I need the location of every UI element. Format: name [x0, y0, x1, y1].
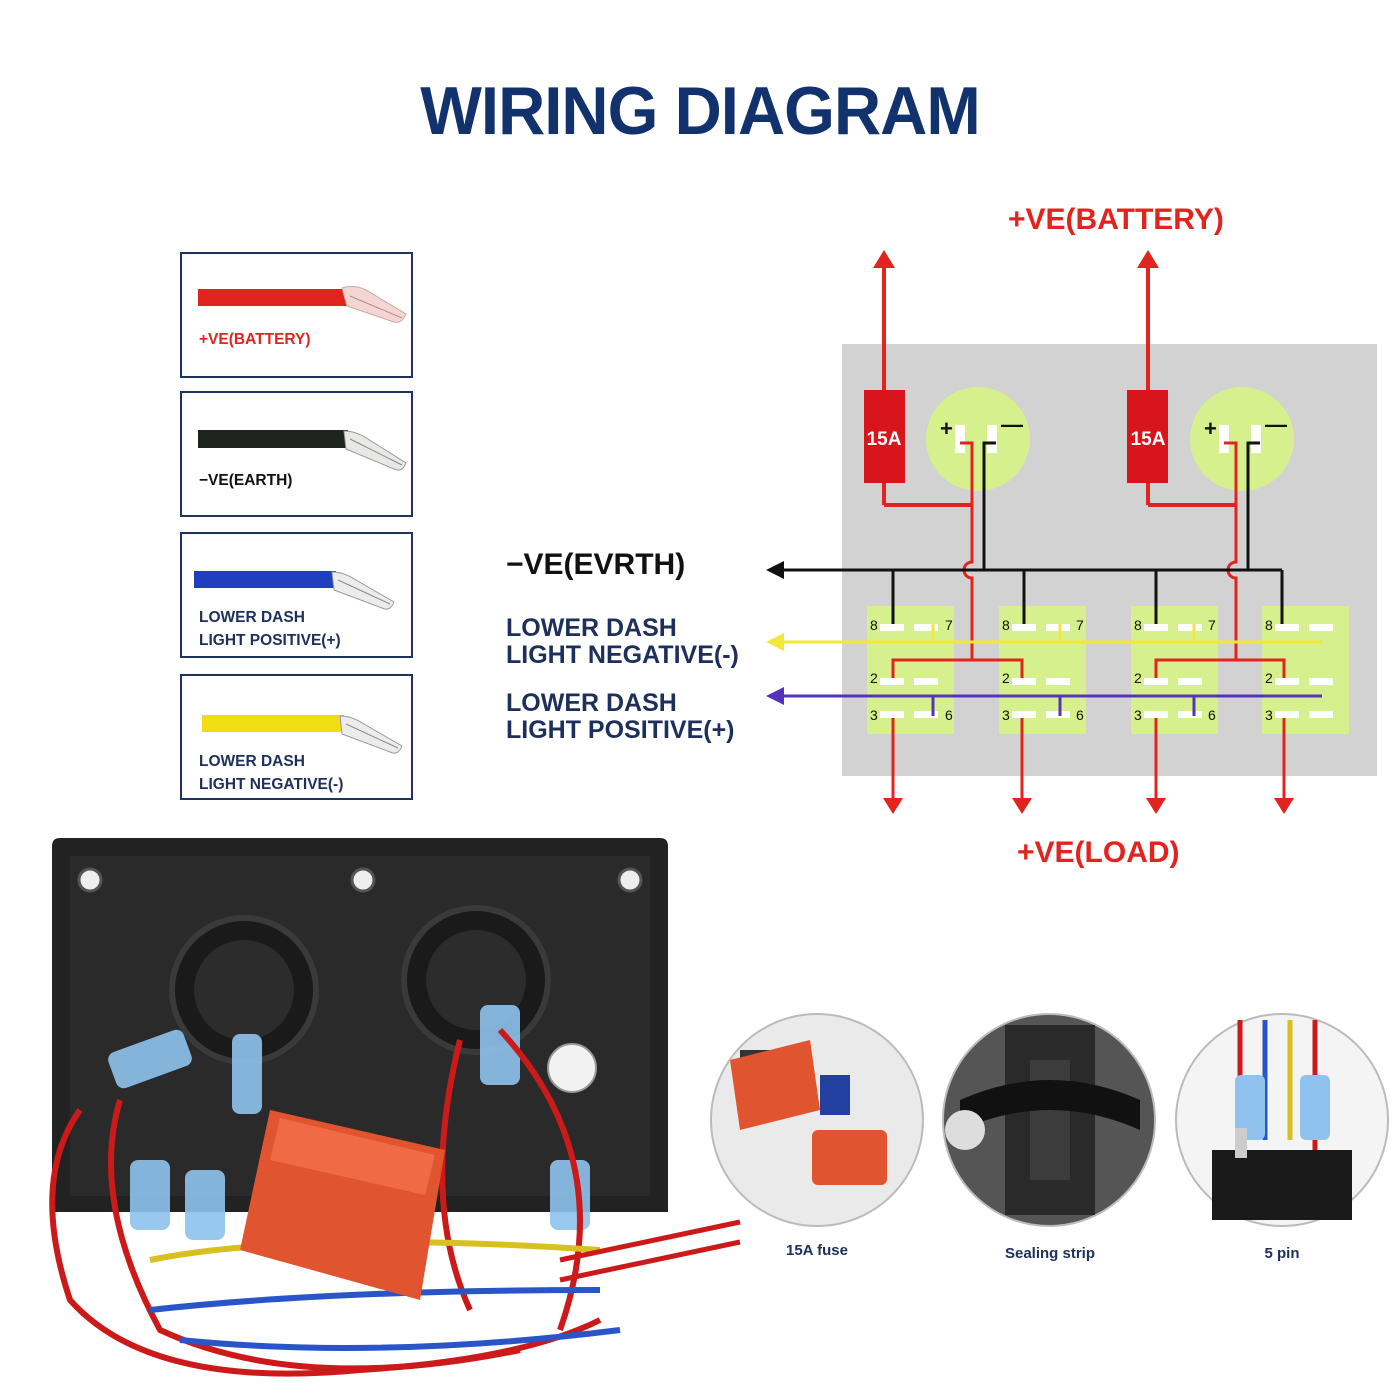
socket-back-right: [401, 905, 551, 1055]
svg-text:2: 2: [870, 670, 878, 686]
red-wire-icon: [198, 285, 407, 323]
svg-text:2: 2: [1002, 670, 1010, 686]
fuse-right-label: 15A: [1131, 429, 1166, 450]
socket-back-left: [169, 915, 319, 1065]
black-wire-icon: [198, 430, 407, 471]
socket-left: + —: [926, 387, 1030, 491]
socket-right: + —: [1190, 387, 1294, 491]
fuse-right: 15A: [1127, 390, 1168, 483]
caption-15a-fuse: 15A fuse: [786, 1242, 848, 1259]
fuse-left-label: 15A: [867, 429, 902, 450]
socket-left-minus: —: [1001, 412, 1023, 437]
svg-text:7: 7: [1076, 617, 1084, 633]
legend-neg-light: LOWER DASH LIGHT NEGATIVE(-): [180, 674, 413, 800]
legend-pos-light: LOWER DASH LIGHT POSITIVE(+): [180, 532, 413, 658]
fuse-holder: [240, 1110, 445, 1300]
socket-right-plus: +: [1204, 416, 1217, 441]
detail-sealing-strip-photo: [942, 1013, 1156, 1227]
fuse-left: 15A: [864, 390, 905, 483]
page-title: WIRING DIAGRAM: [420, 73, 980, 149]
caption-sealing-strip: Sealing strip: [1004, 1245, 1096, 1262]
load-label: +VE(LOAD): [1017, 836, 1180, 869]
detail-fuse-photo: [710, 1013, 924, 1227]
switch-4: [1262, 606, 1349, 734]
pos-light-label: LOWER DASH LIGHT POSITIVE(+): [506, 689, 735, 744]
screw-hole-icon: [617, 867, 643, 893]
screw-hole-icon: [350, 867, 376, 893]
legend-earth: −VE(EARTH): [180, 391, 413, 517]
svg-text:8: 8: [870, 617, 878, 633]
legend-label-neg-light: LOWER DASH LIGHT NEGATIVE(-): [199, 753, 344, 793]
svg-text:3: 3: [1265, 707, 1273, 723]
svg-text:2: 2: [1265, 670, 1273, 686]
earth-label: −VE(EVRTH): [506, 548, 686, 581]
svg-text:3: 3: [870, 707, 878, 723]
caption-5-pin: 5 pin: [1264, 1245, 1300, 1262]
svg-text:6: 6: [1076, 707, 1084, 723]
svg-text:2: 2: [1134, 670, 1142, 686]
battery-label: +VE(BATTERY): [1008, 203, 1224, 236]
neg-light-label: LOWER DASH LIGHT NEGATIVE(-): [506, 614, 739, 669]
svg-text:7: 7: [945, 617, 953, 633]
svg-text:6: 6: [945, 707, 953, 723]
switch-1: [867, 606, 954, 734]
socket-left-plus: +: [940, 416, 953, 441]
switch-2: [999, 606, 1086, 734]
svg-text:3: 3: [1002, 707, 1010, 723]
screw-hole-icon: [77, 867, 103, 893]
switch-3: [1131, 606, 1218, 734]
svg-text:8: 8: [1265, 617, 1273, 633]
legend-label-battery: +VE(BATTERY): [199, 331, 311, 348]
svg-text:6: 6: [1208, 707, 1216, 723]
svg-text:3: 3: [1134, 707, 1142, 723]
svg-text:8: 8: [1134, 617, 1142, 633]
blue-wire-icon: [194, 571, 395, 610]
svg-text:7: 7: [1208, 617, 1216, 633]
svg-text:8: 8: [1002, 617, 1010, 633]
panel-back: [52, 838, 668, 1212]
detail-5pin-photo: [1175, 1013, 1389, 1227]
legend-label-pos-light: LOWER DASH LIGHT POSITIVE(+): [199, 609, 341, 649]
yellow-wire-icon: [202, 715, 403, 754]
socket-right-minus: —: [1265, 412, 1287, 437]
panel-background: [842, 344, 1377, 776]
legend-battery: +VE(BATTERY): [180, 252, 413, 378]
legend-label-earth: −VE(EARTH): [199, 472, 293, 489]
